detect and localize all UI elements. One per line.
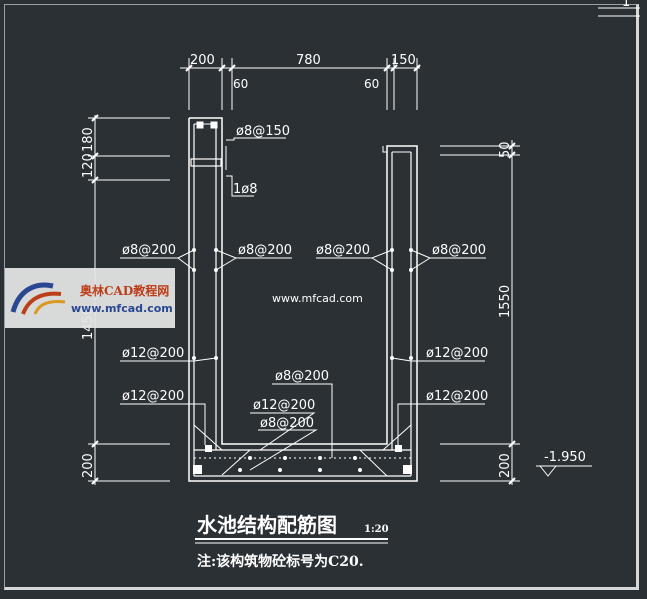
logo-text-en: www.mfcad.com bbox=[71, 302, 173, 315]
label-vert-right: ø12@200 bbox=[426, 346, 488, 361]
label-slab-main: ø12@200 bbox=[253, 398, 315, 413]
dim-150: 150 bbox=[391, 53, 416, 68]
dim-200-right-base: 200 bbox=[498, 453, 513, 478]
label-wall-right-outer: ø8@200 bbox=[432, 243, 486, 258]
drawing-note: 注:该构筑物砼标号为C20. bbox=[197, 553, 364, 570]
dim-180: 180 bbox=[81, 127, 96, 152]
drawing-title: 水池结构配筋图 bbox=[197, 513, 337, 537]
dim-780: 780 bbox=[296, 53, 321, 68]
elevation-label: -1.950 bbox=[544, 450, 586, 465]
label-wall-left-inner: ø8@200 bbox=[238, 243, 292, 258]
label-base-left: ø12@200 bbox=[122, 389, 184, 404]
drawing-frame bbox=[4, 4, 639, 590]
label-slab-bottom-dist: ø8@200 bbox=[260, 416, 314, 431]
label-vert-left: ø12@200 bbox=[122, 346, 184, 361]
dim-120: 120 bbox=[81, 153, 96, 178]
dim-60-right: 60 bbox=[364, 77, 379, 91]
site-logo: 奥林CAD教程网 www.mfcad.com bbox=[5, 268, 175, 328]
watermark-url: www.mfcad.com bbox=[272, 292, 363, 305]
label-wall-left-outer: ø8@200 bbox=[122, 243, 176, 258]
dim-1550: 1550 bbox=[498, 285, 513, 318]
logo-emblem-icon bbox=[10, 282, 66, 315]
dim-200-left: 200 bbox=[190, 53, 215, 68]
dim-200-left-base: 200 bbox=[81, 453, 96, 478]
logo-text-cn: 奥林CAD教程网 bbox=[80, 284, 170, 298]
label-wall-right-inner: ø8@200 bbox=[316, 243, 370, 258]
tank-outline bbox=[188, 117, 418, 482]
drawing-scale: 1:20 bbox=[364, 524, 389, 535]
label-slab-top-dist: ø8@200 bbox=[275, 369, 329, 384]
corner-mark: 1 bbox=[622, 0, 630, 10]
dim-60-left: 60 bbox=[233, 77, 248, 91]
label-top-bar: ø8@150 bbox=[236, 124, 290, 139]
dim-50: 50 bbox=[498, 141, 513, 158]
label-base-right: ø12@200 bbox=[426, 389, 488, 404]
label-top-bar2: 1ø8 bbox=[233, 182, 258, 197]
